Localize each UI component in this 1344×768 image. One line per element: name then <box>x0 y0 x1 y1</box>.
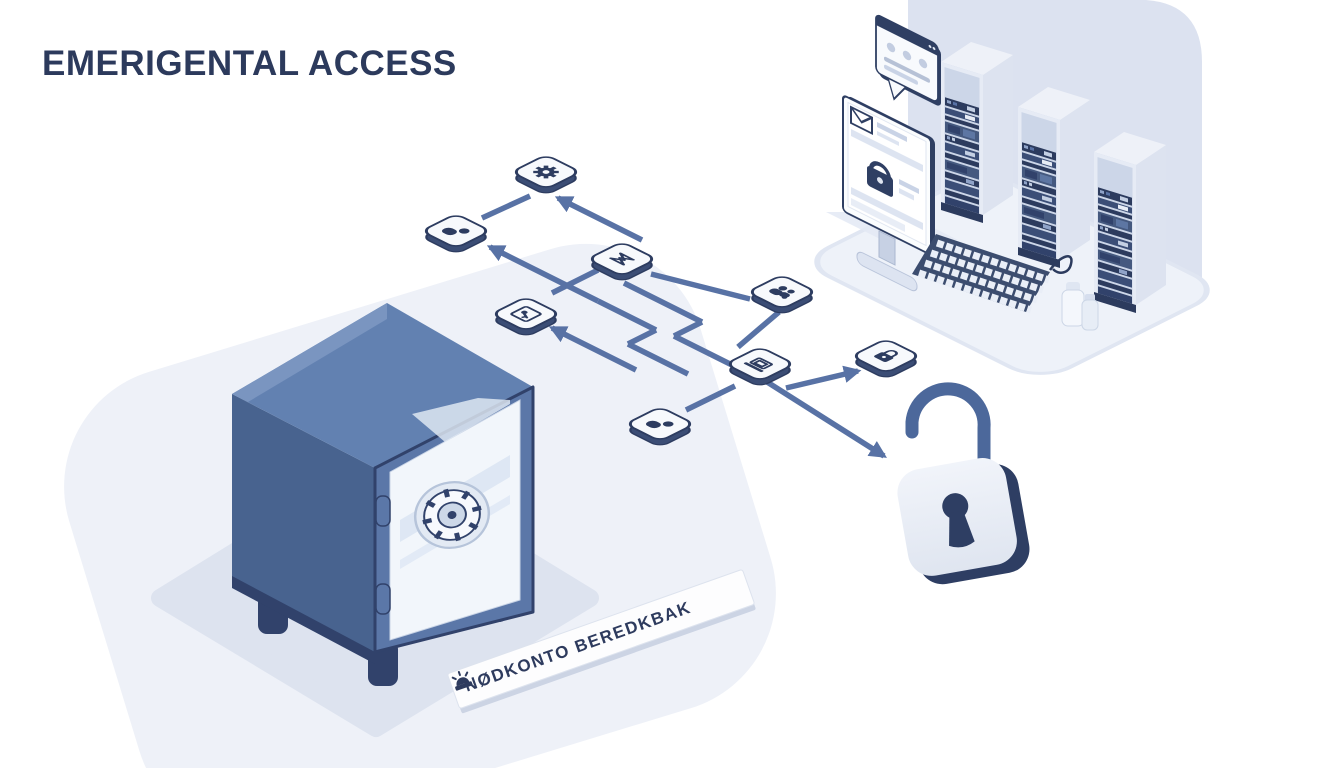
safe-bottom-edge <box>232 574 375 664</box>
hourglass-icon <box>609 252 635 266</box>
flow-tile-user-badge <box>628 408 692 446</box>
safe-top-highlight <box>232 303 387 402</box>
screen-lock-icon <box>867 161 893 197</box>
flow-tile-device <box>728 348 792 386</box>
flow-tile-hourglass <box>590 243 654 281</box>
user-badge-icon <box>646 420 674 429</box>
flow-tile-gear <box>514 156 578 194</box>
flow-connectors <box>480 193 887 459</box>
padlock-shackle <box>905 382 991 475</box>
key-frame-icon <box>510 306 542 322</box>
open-padlock <box>897 382 1030 585</box>
siren-icon <box>451 670 473 691</box>
browser-card <box>875 14 941 106</box>
keyhole <box>942 493 975 548</box>
envelope-icon <box>850 105 873 135</box>
lock-icon <box>874 350 898 362</box>
keyboard <box>912 234 1073 314</box>
vault-safe <box>232 303 535 686</box>
server-rack-3 <box>1094 132 1166 314</box>
door-glass-streak-3 <box>412 398 510 442</box>
emergency-banner: NØDKONTO BEREDKBAK <box>446 568 756 710</box>
door-hinges <box>375 495 391 615</box>
flow-tile-key-frame <box>494 298 558 336</box>
bottles <box>1061 282 1099 331</box>
server-rack-2 <box>1018 87 1090 269</box>
safe-top-face <box>232 303 533 468</box>
server-rack-1 <box>941 42 1013 224</box>
users-group-icon <box>769 286 795 299</box>
device-icon <box>743 357 773 373</box>
flow-tile-user <box>424 215 488 253</box>
page-title: EMERIGENTAL ACCESS <box>42 44 457 83</box>
flow-tile-lock <box>854 340 918 378</box>
flow-tile-users <box>750 276 814 314</box>
user-icon <box>442 227 470 236</box>
monitor <box>842 95 935 292</box>
gear-icon <box>533 165 559 179</box>
combination-dial <box>414 481 490 549</box>
safe-side-face <box>232 394 375 652</box>
